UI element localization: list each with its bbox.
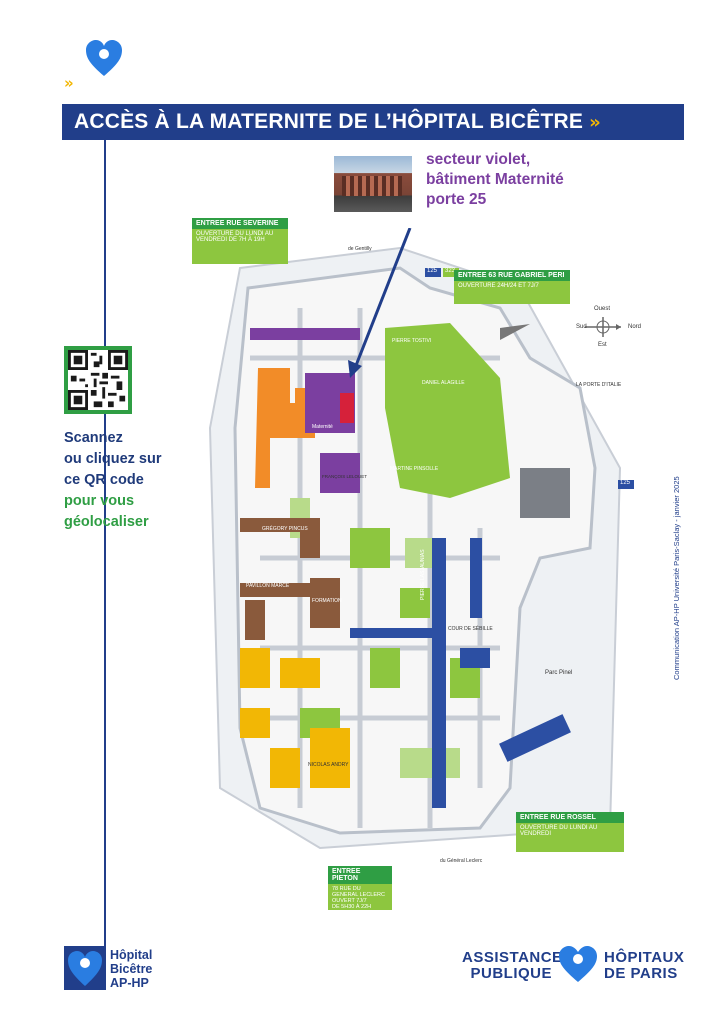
street-label-parc-pinel: Parc Pinel (545, 670, 573, 676)
building-formation: FORMATION (312, 598, 342, 604)
aphp-line2: PUBLIQUE (470, 965, 552, 982)
qr-text-line1: Scannez (64, 430, 123, 446)
building-cour-de-sebille: COUR DE SÉBILLE (448, 626, 493, 632)
aphp-line4: DE PARIS (604, 965, 678, 982)
hospital-name: Hôpital Bicêtre AP-HP (110, 948, 152, 990)
entrance-rossel-text: OUVERTURE DU LUNDI AU VENDREDI (520, 825, 598, 837)
entrance-pieton: ENTREE PIETON 78 RUE DU GENERAL LECLERC … (328, 866, 392, 910)
chevron-icon: » (589, 111, 601, 133)
entrance-pieton-address: 78 RUE DU GENERAL LECLERC (332, 886, 385, 898)
destination-line1: secteur violet, (426, 151, 531, 168)
entrance-rossel: ENTREE RUE ROSSEL OUVERTURE DU LUNDI AU … (516, 812, 624, 852)
aphp-heart-logo (86, 40, 122, 76)
street-label-general-leclerc: du Général Leclerc (440, 858, 483, 864)
building-pierre-lasjaunias: PIERRE LASJAUNIAS (420, 549, 426, 600)
hospital-name-line3: AP-HP (110, 976, 149, 990)
page-title: ACCÈS À LA MATERNITE DE L’HÔPITAL BICÊTR… (62, 104, 684, 140)
chevron-icon: » (64, 74, 74, 92)
entrance-peri-text: OUVERTURE 24H/24 ET 7J/7 (458, 283, 539, 289)
qr-text-line4: pour vous (64, 493, 135, 509)
building-francois-lelouet: FRANÇOIS LELOUET (322, 474, 368, 479)
entrance-rossel-title: ENTREE RUE ROSSEL (516, 812, 624, 823)
route-badge-125b: 125 (620, 480, 631, 486)
entrance-pieton-hours2: DE 5H30 À 22H (332, 904, 372, 910)
entrance-severine-title: ENTREE RUE SEVERINE (192, 218, 288, 229)
qr-text-line3: ce QR code (64, 472, 144, 488)
aphp-logo-right: HÔPITAUX DE PARIS (604, 950, 684, 982)
qr-text-line2: ou cliquez sur (64, 451, 162, 467)
credit-text: Communication AP-HP Université Paris-Sac… (672, 476, 681, 680)
qr-text-line5: géolocaliser (64, 514, 149, 530)
entrance-peri: ENTREE 63 RUE GABRIEL PERI OUVERTURE 24H… (454, 270, 570, 304)
building-pavillon-marce: PAVILLON MARCE (246, 583, 290, 589)
building-martine-pinsolle: MARTINE PINSOLLE (390, 466, 439, 472)
entrance-severine: ENTREE RUE SEVERINE OUVERTURE DU LUNDI A… (192, 218, 288, 264)
aphp-line1: ASSISTANCE (462, 949, 563, 966)
compass-south: Sud (576, 324, 587, 330)
divider (104, 140, 106, 955)
hospital-map[interactable] (200, 228, 670, 878)
destination-line3: porte 25 (426, 191, 487, 208)
street-label-gentilly: de Gentilly (348, 246, 372, 252)
street-label-porte-italie: LA PORTE D'ITALIE (576, 382, 622, 388)
hospital-name-line2: Bicêtre (110, 962, 153, 976)
page-title-text: ACCÈS À LA MATERNITE DE L’HÔPITAL BICÊTR… (74, 110, 584, 133)
building-maternite: Maternité (312, 424, 333, 430)
compass-east: Est (598, 342, 607, 348)
aphp-line3: HÔPITAUX (604, 949, 685, 966)
destination-caption: secteur violet, bâtiment Maternité porte… (426, 150, 626, 210)
qr-pattern (68, 350, 128, 410)
qr-code[interactable] (64, 346, 132, 414)
building-daniel-alagille: DANIEL ALAGILLE (422, 380, 465, 386)
destination-line2: bâtiment Maternité (426, 171, 564, 188)
hospital-heart-logo (64, 946, 106, 990)
building-nicolas-andry: NICOLAS ANDRY (308, 762, 349, 768)
compass-north: Nord (628, 324, 642, 330)
qr-instructions: Scannez ou cliquez sur ce QR code pour v… (64, 428, 194, 533)
route-badge-323: 323 (445, 268, 456, 274)
entrance-peri-title: ENTREE 63 RUE GABRIEL PERI (454, 270, 570, 281)
entrance-pieton-hours1: OUVERT 7J/7 (332, 898, 367, 904)
building-pierre-tostivi: PIERRE TOSTIVI (392, 338, 432, 344)
building-gregory-pincus: GRÉGORY PINCUS (262, 526, 308, 532)
aphp-logo-left: ASSISTANCE PUBLIQUE (462, 949, 563, 982)
route-badge-125: 125 (427, 268, 438, 274)
aphp-heart-icon (559, 946, 597, 982)
entrance-pieton-title: ENTREE PIETON (328, 866, 392, 884)
compass-west: Ouest (594, 306, 611, 312)
entrance-severine-text: OUVERTURE DU LUNDI AU VENDREDI DE 7H À 1… (196, 231, 274, 243)
hospital-name-line1: Hôpital (110, 948, 153, 962)
building-photo (334, 156, 412, 212)
